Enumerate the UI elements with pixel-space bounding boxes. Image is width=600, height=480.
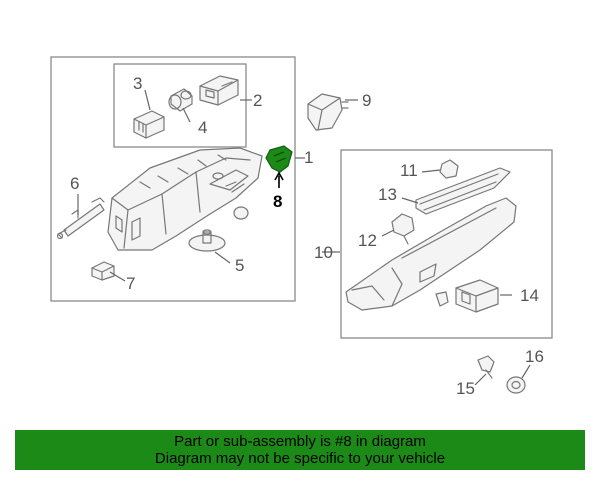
callout-2: 2: [253, 91, 262, 110]
part-8-bracket: [265, 145, 293, 173]
callout-3: 3: [133, 74, 142, 93]
part-7-clip: [91, 261, 115, 281]
callout-4: 4: [198, 118, 207, 137]
callout-7: 7: [126, 274, 135, 293]
part-2-lamp-housing: [199, 75, 239, 106]
callout-8-arrow: [274, 171, 284, 188]
part-10-door: [345, 197, 517, 311]
part-9-stop: [307, 93, 349, 131]
callout-13: 13: [378, 185, 397, 204]
assembly-box-10: [340, 149, 553, 339]
part-12-pin: [391, 213, 415, 245]
assembly-box-1: [50, 56, 296, 302]
assembly-box-2: [113, 63, 247, 148]
part-6-damper: [56, 197, 105, 240]
part-3-switch: [133, 110, 165, 139]
part-info-banner: Part or sub-assembly is #8 in diagram Di…: [15, 430, 585, 470]
part-4-socket: [168, 88, 193, 112]
callout-16: 16: [525, 347, 544, 366]
banner-line-1: Part or sub-assembly is #8 in diagram: [174, 433, 426, 450]
callout-9: 9: [362, 91, 371, 110]
callout-11: 11: [400, 161, 418, 180]
part-1-glove-box: [107, 147, 263, 251]
leader-lines: [77, 89, 531, 386]
callout-12: 12: [358, 231, 377, 250]
part-13-trim: [415, 167, 511, 215]
callout-14: 14: [520, 286, 539, 305]
callout-8: 8: [273, 192, 282, 211]
part-14-latch: [435, 279, 499, 313]
callout-6: 6: [70, 174, 79, 193]
part-16-cap: [506, 376, 526, 394]
callout-15: 15: [456, 379, 475, 398]
callout-5: 5: [235, 256, 244, 275]
callout-10: 10: [314, 243, 333, 262]
part-11-pin: [439, 159, 459, 179]
banner-line-2: Diagram may not be specific to your vehi…: [154, 450, 446, 467]
callout-1: 1: [304, 148, 313, 167]
part-5-pad: [188, 206, 249, 252]
part-15-bolt: [477, 355, 495, 379]
